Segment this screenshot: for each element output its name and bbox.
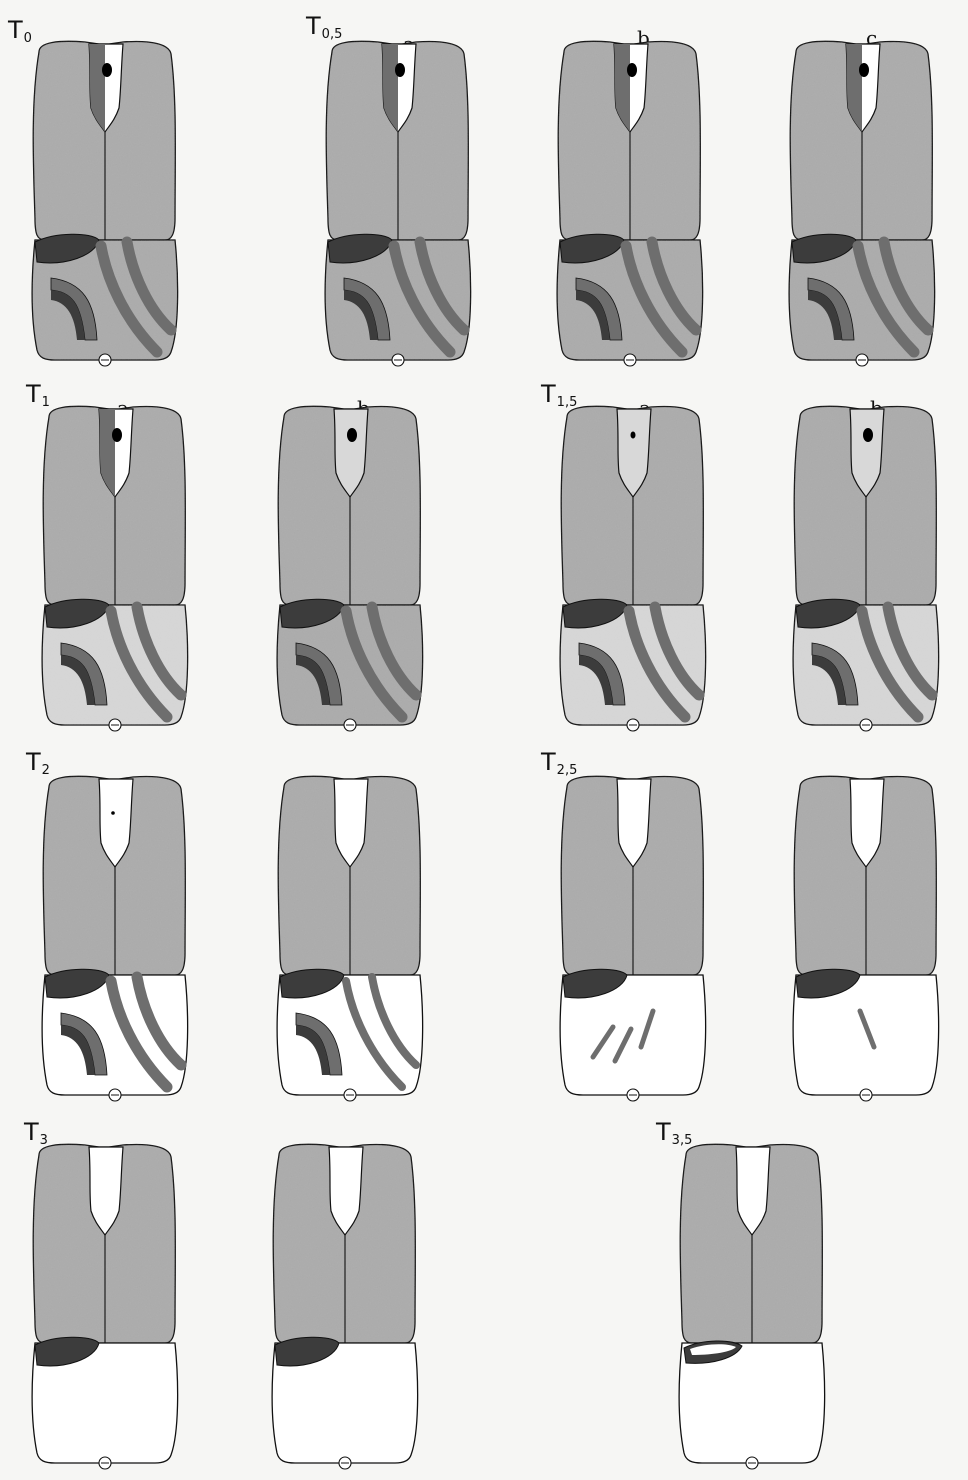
pit-dot (111, 811, 115, 815)
t1b-fig (277, 406, 422, 731)
t05b-fig (557, 41, 702, 366)
pit-dot (627, 63, 637, 77)
pit-dot (395, 63, 405, 77)
t2a-fig (42, 776, 187, 1101)
t15b-fig (793, 406, 938, 731)
t2b-fig (277, 776, 422, 1101)
pit-dot (347, 428, 357, 442)
pit-dot (859, 63, 869, 77)
t0-fig (32, 41, 177, 366)
pit-dot (631, 432, 636, 439)
t35-fig (679, 1144, 824, 1469)
t3b-fig (272, 1144, 417, 1469)
pit-dot (863, 428, 873, 442)
t05a-fig (325, 41, 470, 366)
pit-dot (112, 428, 122, 442)
t05c-fig (789, 41, 934, 366)
t3a-fig (32, 1144, 177, 1469)
t15a-fig (560, 406, 705, 731)
pit-dot (102, 63, 112, 77)
t1a-fig (42, 406, 187, 731)
t25b-fig (793, 776, 938, 1101)
t25a-fig (560, 776, 705, 1101)
